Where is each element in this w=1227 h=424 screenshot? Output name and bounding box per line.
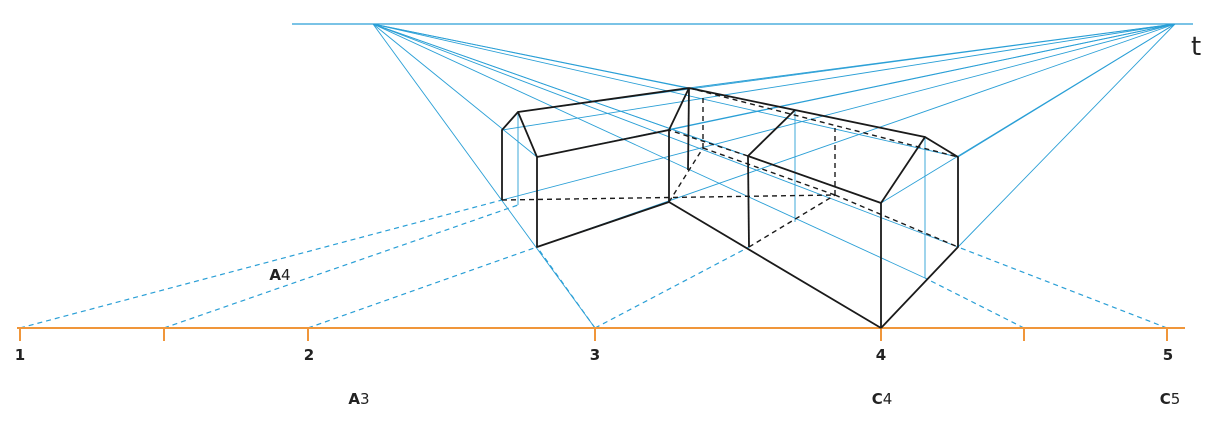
label-digit: 4: [281, 266, 291, 284]
house-edges: [501, 87, 959, 329]
ground-number-5: 5: [1162, 346, 1174, 364]
vanishing-lines-left: [372, 23, 959, 329]
ground-number-4: 4: [875, 346, 887, 364]
label-letter: C: [871, 390, 883, 408]
label-letter: A: [348, 390, 361, 408]
ground-number-3: 3: [589, 346, 601, 364]
vanishing-lines-right: [501, 23, 1176, 248]
label-c4: C4: [872, 390, 893, 408]
label-letter: A: [269, 266, 282, 284]
label-a4: A4: [269, 266, 290, 284]
label-a3: A3: [348, 390, 369, 408]
label-c5: C5: [1160, 390, 1181, 408]
ground-number-2: 2: [303, 346, 315, 364]
ground-line: [17, 327, 1185, 341]
label-digit: 3: [360, 390, 370, 408]
hidden-edges: [501, 87, 959, 248]
ground-number-1: 1: [14, 346, 26, 364]
horizon-label: t: [1191, 32, 1202, 62]
label-letter: C: [1159, 390, 1171, 408]
measuring-lines: [19, 199, 1168, 329]
label-digit: 5: [1170, 390, 1181, 408]
label-digit: 4: [882, 390, 893, 408]
construction-verticals: [517, 110, 926, 278]
